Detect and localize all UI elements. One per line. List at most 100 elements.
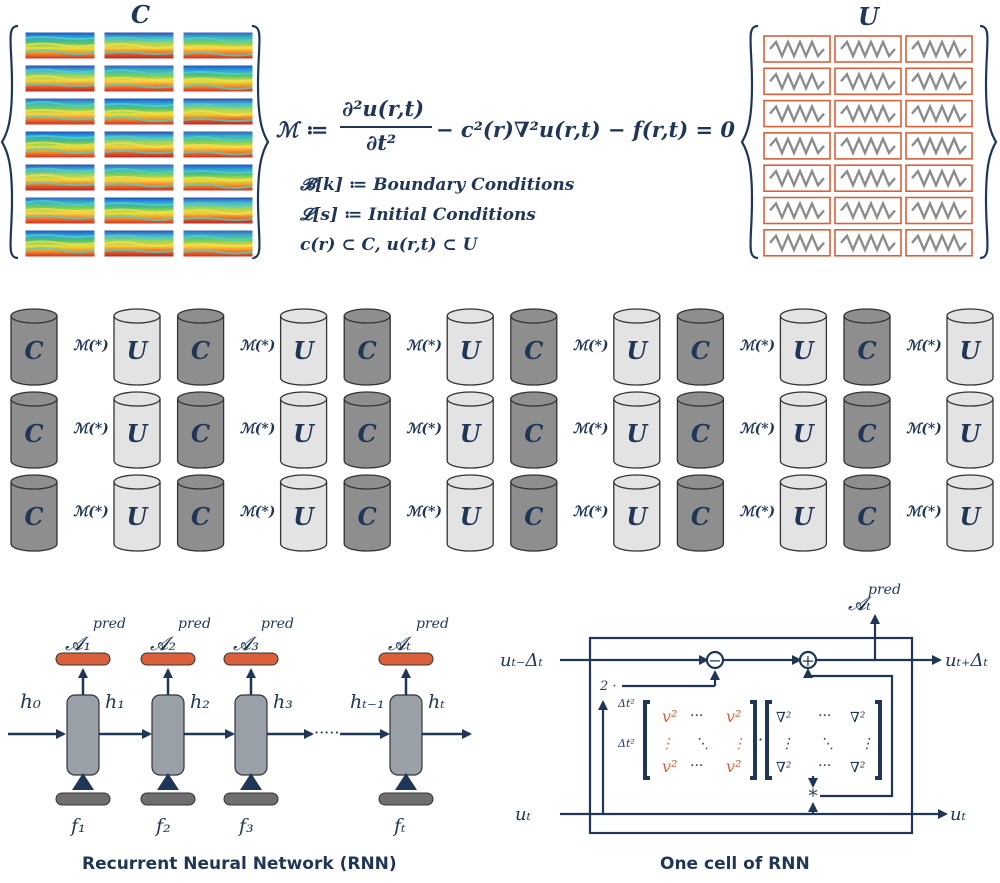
c-cylinder-label: C [857, 336, 876, 365]
operator-label: ℳ(*) [740, 421, 776, 437]
cell-box [588, 636, 914, 835]
matrix-bracket [875, 700, 882, 780]
v2-entry: v² [726, 757, 741, 776]
wavefield-panel [834, 164, 902, 192]
wavefield-panel [763, 67, 831, 96]
wavefield-panel [834, 229, 902, 257]
u-cylinder-label: U [460, 336, 483, 365]
c-cylinder: C [843, 308, 891, 386]
h-label: h₁ [105, 691, 125, 713]
velocity-model-panel [182, 196, 254, 225]
velocity-model-panel [182, 64, 254, 93]
pred-bar [223, 652, 279, 666]
wavefield-panel [834, 196, 902, 225]
operator-label: ℳ(*) [406, 338, 442, 354]
c-cylinder: C [676, 391, 725, 469]
u-cylinder: U [946, 391, 994, 469]
velocity-model-panel [103, 229, 175, 258]
u-cylinder: U [446, 391, 494, 469]
h-prev-label: hₜ₋₁ [350, 691, 385, 713]
u-cylinder: U [779, 474, 828, 552]
vdots: ⋮ [860, 736, 874, 752]
u-cylinder: U [279, 308, 328, 386]
velocity-model-panel [24, 130, 96, 159]
u-cylinder-label: U [960, 336, 983, 365]
f-label: f₃ [237, 815, 254, 837]
matrix-bracket [765, 700, 772, 780]
c-cylinder: C [676, 474, 725, 552]
c-cylinder-label: C [691, 502, 710, 531]
velocity-model-panel [103, 163, 175, 192]
input-arrow-head [157, 773, 179, 790]
u-cylinder: U [613, 391, 661, 469]
dot-operator: · [758, 730, 763, 749]
f-bar [378, 792, 434, 806]
left-brace [740, 24, 759, 260]
left-brace [0, 24, 19, 260]
velocity-model-panel [24, 97, 96, 126]
rnn-cell-block [389, 694, 423, 776]
operator-label: ℳ(*) [73, 421, 109, 437]
operator-label: ℳ(*) [240, 504, 276, 520]
operator-lhs: ℳ ≔ [276, 117, 329, 142]
wavefield-panel [763, 99, 831, 128]
v2-entry: v² [662, 757, 677, 776]
pred-bar [378, 652, 434, 666]
wavefield-panel [905, 67, 973, 96]
hdots: ··· [818, 758, 831, 774]
f-label: f₁ [69, 815, 86, 837]
u-cylinder: U [113, 391, 161, 469]
u-cylinder: U [446, 474, 494, 552]
velocity-model-panel [24, 64, 96, 93]
feedback-line [808, 674, 894, 798]
u-cylinder-label: U [960, 502, 983, 531]
c-cylinder: C [10, 391, 58, 469]
c-cylinder: C [176, 391, 225, 469]
f-bar [223, 792, 279, 806]
pred-label: 𝓐₂ [150, 633, 176, 655]
velocity-model-panel [182, 163, 254, 192]
wavefield-panel [905, 99, 973, 128]
u-cylinder: U [113, 308, 161, 386]
operator-label: ℳ(*) [73, 338, 109, 354]
rnn-caption: Recurrent Neural Network (RNN) [82, 854, 397, 874]
matrix-bracket [643, 700, 650, 780]
f-bar [140, 792, 196, 806]
u-cylinder-label: U [460, 419, 483, 448]
operator-label: ℳ(*) [740, 338, 776, 354]
velocity-model-panel [182, 229, 254, 258]
u-cylinder: U [279, 474, 328, 552]
c-cylinder-label: C [191, 419, 210, 448]
pred-superscript: pred [416, 616, 449, 632]
operator-label: ℳ(*) [740, 504, 776, 520]
ddots: ⋱ [695, 736, 709, 752]
u-cylinder-label: U [960, 419, 983, 448]
c-cylinder: C [676, 308, 725, 386]
dt2-top-label: Δt² [617, 697, 635, 710]
u-cylinder: U [613, 474, 661, 552]
vdots: ⋮ [732, 736, 746, 752]
wavefield-panel [763, 35, 831, 63]
v2-entry: v² [726, 707, 741, 726]
velocity-model-panel [24, 31, 96, 60]
velocity-model-panel [24, 163, 96, 192]
wavefield-grid [740, 24, 998, 260]
star-operator: * [809, 786, 818, 807]
c-cylinder-label: C [358, 419, 377, 448]
wavefield-panel [834, 99, 902, 128]
velocity-model-panel [103, 196, 175, 225]
vdots: ⋮ [780, 736, 794, 752]
set-membership: c(r) ⊂ C, u(r,t) ⊂ U [300, 235, 478, 255]
h-label: h₃ [273, 691, 293, 713]
pred-label: 𝓐₃ [233, 633, 259, 655]
velocity-model-panel [103, 130, 175, 159]
hdots: ··· [690, 708, 703, 724]
wavefield-panel [834, 35, 902, 63]
operator-label: ℳ(*) [406, 421, 442, 437]
c-cylinder: C [510, 474, 558, 552]
u-cylinder: U [446, 308, 494, 386]
c-cylinder-label: C [691, 336, 710, 365]
input-arrow-head [395, 773, 417, 790]
f-label: f₂ [154, 815, 171, 837]
operator-label: ℳ(*) [573, 421, 609, 437]
